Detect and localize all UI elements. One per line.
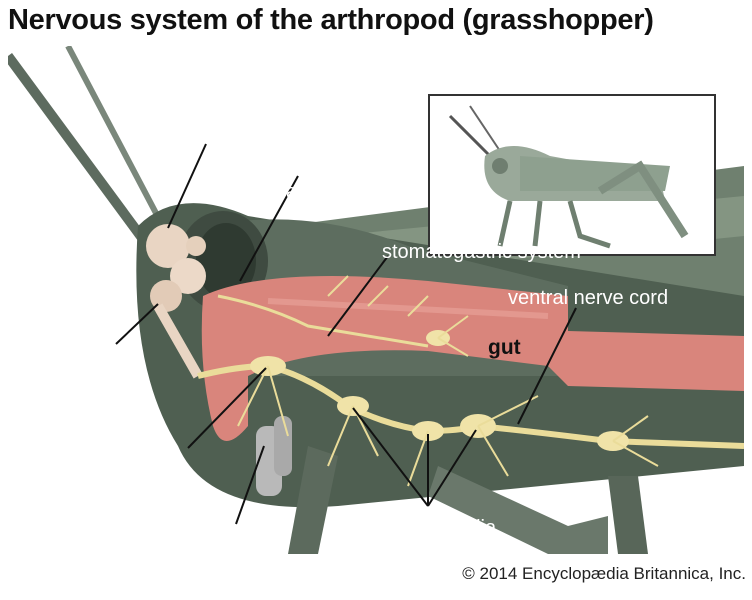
inset-grasshopper-panel: [428, 94, 716, 256]
label-stomatogastric: stomatogastric system: [382, 241, 581, 263]
diagram-panel: protocerebrum corpus cardiacum stomatoga…: [8, 46, 744, 554]
label-gut: gut: [488, 336, 521, 359]
label-subesophageal-line2: ganglion: [14, 477, 90, 499]
label-thoracic-ganglia: thoracic ganglia: [356, 517, 497, 539]
inset-grasshopper-illustration: [448, 105, 689, 249]
label-mouth: mouth: [148, 523, 204, 545]
page-title: Nervous system of the arthropod (grassho…: [8, 4, 654, 36]
label-deuto-line1: deuto-: [18, 321, 75, 343]
label-ventral-nerve-cord: ventral nerve cord: [508, 287, 669, 309]
label-subesophageal-line1: subesophageal: [14, 451, 150, 473]
copyright-notice: © 2014 Encyclopædia Britannica, Inc.: [462, 564, 746, 583]
label-corpus-line2: cardiacum: [276, 181, 369, 203]
label-corpus-line1: corpus: [276, 157, 337, 179]
label-protocerebrum: protocerebrum: [132, 119, 263, 141]
label-deuto-line2: cerebrum: [18, 345, 103, 367]
